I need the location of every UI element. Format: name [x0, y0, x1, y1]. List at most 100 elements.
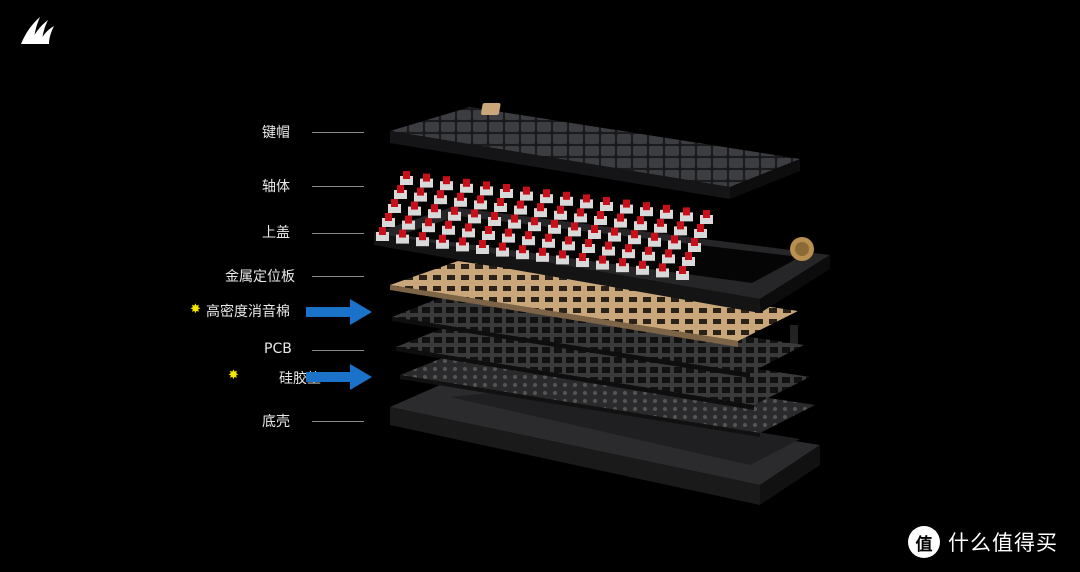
switch-housing: [536, 252, 549, 262]
switch-stem: [611, 227, 618, 236]
switch-stem: [457, 192, 464, 201]
switch-housing: [540, 194, 553, 204]
switch-housing: [394, 190, 407, 199]
switch-housing: [400, 176, 413, 185]
switch-stem: [679, 266, 686, 274]
switch-housing: [600, 202, 613, 211]
switch-stem: [537, 203, 544, 212]
switch-housing: [596, 260, 609, 270]
switch-stem: [671, 235, 678, 244]
switch-stem: [631, 230, 638, 239]
switch-housing: [520, 191, 533, 201]
switch-stem: [597, 211, 604, 219]
switch-housing: [456, 242, 469, 252]
highlight-star-icon: ✸: [190, 302, 201, 317]
switch-housing: [642, 251, 655, 261]
watermark: 值 什么值得买: [908, 526, 1058, 558]
switch-stem: [437, 190, 444, 199]
switch-housing: [668, 240, 681, 250]
switch-stem: [419, 232, 426, 241]
switch-housing: [516, 250, 529, 260]
label-metal-plate: 金属定位板: [225, 269, 295, 285]
switch-stem: [517, 200, 524, 209]
switch-housing: [508, 219, 521, 229]
switch-stem: [645, 246, 652, 255]
switch-stem: [539, 247, 546, 256]
switch-stem: [579, 253, 586, 261]
switch-housing: [542, 238, 555, 248]
switch-housing: [514, 205, 527, 215]
switch-stem: [685, 252, 692, 260]
switch-housing: [496, 247, 509, 257]
silicone-pad-layer: [400, 351, 815, 437]
switch-housing: [582, 244, 595, 253]
keyboard-exploded-view: [374, 103, 830, 505]
switch-stem: [443, 176, 450, 185]
metal-plate-layer: [390, 261, 798, 347]
keycaps-layer: [390, 103, 800, 199]
leader-line-top-case: [312, 233, 364, 234]
switch-housing: [422, 223, 435, 233]
switch-housing: [594, 216, 607, 225]
switch-housing: [408, 206, 421, 216]
switch-housing: [622, 249, 635, 259]
switch-stem: [665, 249, 672, 258]
switch-housing: [388, 204, 401, 213]
switch-stem: [543, 189, 550, 198]
switch-housing: [654, 223, 667, 233]
switch-stem: [463, 178, 470, 187]
switch-stem: [483, 181, 490, 190]
switch-stem: [585, 239, 592, 247]
arrow-right-icon: [306, 364, 372, 390]
switch-housing: [700, 215, 713, 224]
switch-stem: [491, 212, 498, 220]
watermark-badge-icon: 值: [908, 526, 940, 558]
switch-housing: [428, 209, 441, 219]
switch-stem: [565, 236, 572, 245]
switch-stem: [559, 250, 566, 259]
switch-housing: [694, 229, 707, 238]
label-bottom-case: 底壳: [262, 414, 290, 430]
switch-stem: [477, 195, 484, 204]
switch-housing: [556, 255, 569, 265]
switch-stem: [599, 255, 606, 264]
switch-housing: [636, 265, 649, 275]
switch-stem: [403, 171, 410, 179]
switch-housing: [500, 189, 513, 198]
switch-stem: [643, 202, 650, 211]
highlight-star-icon: ✸: [228, 368, 239, 383]
switch-stem: [657, 218, 664, 227]
switch-stem: [619, 258, 626, 267]
switch-housing: [568, 227, 581, 237]
switch-stem: [499, 242, 506, 251]
switch-housing: [440, 181, 453, 191]
switch-housing: [462, 228, 475, 238]
label-foam: 高密度消音棉: [206, 304, 290, 320]
switch-housing: [502, 233, 515, 243]
switch-stem: [563, 191, 570, 200]
switch-housing: [402, 220, 415, 230]
switch-stem: [545, 233, 552, 242]
switch-stem: [617, 213, 624, 222]
switch-housing: [560, 196, 573, 206]
switch-stem: [379, 227, 386, 235]
switch-stem: [405, 215, 412, 224]
switch-housing: [662, 254, 675, 264]
switch-housing: [608, 232, 621, 242]
switch-housing: [656, 268, 669, 278]
switch-housing: [434, 195, 447, 205]
foam-layer: [392, 293, 804, 378]
switch-housing: [682, 257, 695, 266]
switch-housing: [674, 226, 687, 236]
leader-line-metal-plate: [312, 276, 364, 277]
switch-stem: [431, 204, 438, 213]
bottom-case-layer: [390, 385, 820, 505]
switch-stem: [637, 216, 644, 225]
switch-stem: [683, 207, 690, 216]
pcb-layer: [396, 323, 810, 410]
switch-stem: [551, 219, 558, 228]
switch-housing: [494, 203, 507, 212]
switch-housing: [574, 213, 587, 223]
label-top-case: 上盖: [262, 225, 290, 241]
switch-stem: [531, 217, 538, 226]
